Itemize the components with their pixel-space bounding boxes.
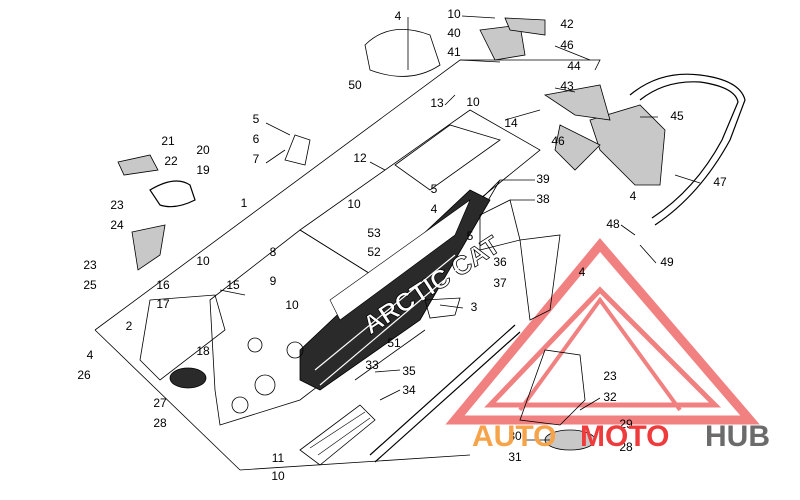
callout-c17: 17: [156, 297, 170, 311]
callout-c2: 2: [126, 319, 133, 333]
left-side-parts: [117, 134, 311, 389]
callout-c43: 43: [560, 79, 574, 93]
rear-bumper-assembly: [543, 73, 746, 226]
callout-c10c: 10: [347, 197, 361, 211]
callout-c32: 32: [603, 390, 617, 404]
callout-c49: 49: [660, 255, 674, 269]
callout-c28b: 28: [619, 440, 633, 454]
callout-c10e: 10: [285, 298, 299, 312]
callout-c11: 11: [272, 451, 285, 465]
callout-c53: 53: [367, 226, 381, 240]
callout-c28a: 28: [153, 416, 167, 430]
leader-lines: [219, 15, 701, 441]
callout-c18: 18: [196, 344, 210, 358]
callout-c51: 51: [387, 336, 401, 350]
callout-c23b: 23: [83, 258, 97, 272]
callout-c13: 13: [430, 96, 444, 110]
callout-c27: 27: [153, 396, 167, 410]
callout-c35: 35: [402, 364, 416, 378]
callout-c10b: 10: [466, 95, 480, 109]
callout-c33: 33: [365, 358, 379, 372]
callout-c14: 14: [504, 116, 518, 130]
watermark-part1: AUTO: [472, 420, 556, 453]
watermark-logo-icon: [445, 238, 760, 425]
callout-c5c: 5: [467, 229, 474, 243]
callout-c40: 40: [447, 26, 461, 40]
callout-c44: 44: [567, 59, 581, 73]
callout-c46b: 46: [551, 134, 565, 148]
callout-c4a: 4: [395, 9, 402, 23]
callout-c39: 39: [536, 172, 550, 186]
callout-c38: 38: [536, 192, 550, 206]
callout-c10f: 10: [271, 469, 285, 483]
callout-c7: 7: [253, 152, 260, 166]
callout-c4e: 4: [87, 348, 94, 362]
callout-c5a: 5: [253, 112, 260, 126]
callout-c29: 29: [619, 417, 633, 431]
callout-c8: 8: [270, 245, 277, 259]
callout-c42: 42: [560, 17, 574, 31]
callout-c4d: 4: [579, 265, 586, 279]
callout-c46a: 46: [560, 38, 574, 52]
callout-c15: 15: [226, 278, 240, 292]
callout-c48: 48: [606, 217, 620, 231]
callout-c3: 3: [471, 300, 478, 314]
callout-c52: 52: [367, 245, 381, 259]
callout-c37: 37: [493, 276, 507, 290]
callout-c25: 25: [83, 278, 97, 292]
seat-parts: [364, 17, 546, 77]
callout-c19: 19: [196, 163, 210, 177]
callout-c31: 31: [508, 450, 522, 464]
callout-c6: 6: [253, 132, 260, 146]
callout-c10d: 10: [196, 254, 210, 268]
callout-c47: 47: [713, 175, 727, 189]
watermark-text: AUTO MOTO HUB: [472, 420, 770, 453]
callout-c41: 41: [447, 45, 461, 59]
callout-c50: 50: [348, 78, 362, 92]
callout-c16: 16: [156, 278, 170, 292]
callout-c26: 26: [77, 368, 91, 382]
callout-c23a: 23: [110, 198, 124, 212]
watermark-part3: HUB: [705, 420, 770, 453]
callout-c23c: 23: [603, 369, 617, 383]
slide-rails: [299, 199, 561, 466]
callout-c20: 20: [196, 143, 210, 157]
callout-c4c: 4: [431, 202, 438, 216]
callout-c10a: 10: [447, 7, 461, 21]
callout-c24: 24: [110, 218, 124, 232]
callout-c36: 36: [493, 255, 507, 269]
callout-c5b: 5: [431, 182, 438, 196]
watermark-part2: MOTO: [580, 420, 669, 453]
callout-c45: 45: [670, 109, 684, 123]
callout-c22: 22: [164, 154, 178, 168]
callout-c34: 34: [402, 383, 416, 397]
callout-c21: 21: [161, 134, 175, 148]
callout-c1: 1: [241, 196, 248, 210]
callout-c12: 12: [353, 151, 367, 165]
callout-c30: 30: [508, 429, 522, 443]
callout-c4b: 4: [630, 189, 637, 203]
callout-c9: 9: [270, 274, 277, 288]
